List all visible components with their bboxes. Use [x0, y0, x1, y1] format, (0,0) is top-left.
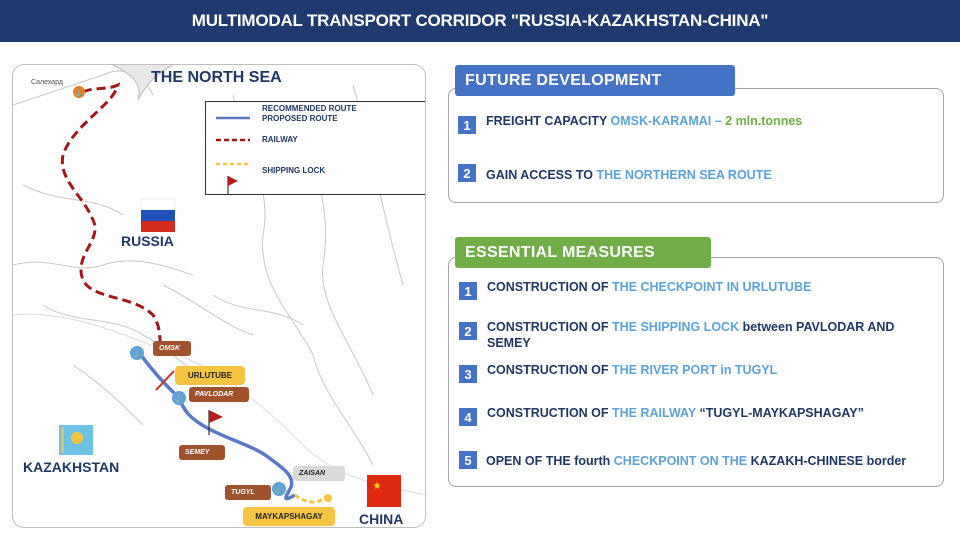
- measure-item-2: CONSTRUCTION OF THE SHIPPING LOCK betwee…: [487, 320, 895, 350]
- shipping-lock-line: [294, 493, 327, 504]
- city-tag-zaisan: ZAISAN: [293, 466, 345, 481]
- city-tag-tugyl: TUGYL: [225, 485, 271, 500]
- measure-item-3: CONSTRUCTION OF THE RIVER PORT in TUGYL: [487, 363, 778, 377]
- measure-number-3: 3: [459, 365, 477, 383]
- svg-text:⚓: ⚓: [75, 88, 84, 97]
- essential-measures-box: [448, 257, 944, 487]
- svg-text:⚓: ⚓: [274, 484, 284, 494]
- kazakhstan-flag-icon: [59, 425, 93, 455]
- essential-measures-header: ESSENTIAL MEASURES: [455, 237, 711, 268]
- legend-recommended: RECOMMENDED ROUTE: [262, 104, 357, 113]
- checkpoint-cross: [155, 370, 175, 391]
- russia-label: RUSSIA: [121, 233, 174, 249]
- kazakhstan-label: KAZAKHSTAN: [23, 459, 120, 475]
- china-label: CHINA: [359, 511, 404, 527]
- flag-marker-icon: [208, 410, 223, 435]
- future-item-1: FREIGHT CAPACITY OMSK-KARAMAI – 2 mln.to…: [486, 114, 803, 128]
- future-development-box: [448, 88, 944, 203]
- measure-item-5: OPEN OF THE fourth CHECKPOINT ON THE KAZ…: [486, 454, 907, 468]
- route-line: [139, 353, 296, 501]
- measure-number-2: 2: [459, 322, 477, 340]
- map-panel: ⚓ ⚓ ⚓ ⚓ ★ THE NORTH SEA Салехард RUSSI: [12, 64, 426, 528]
- china-flag-icon: ★: [367, 475, 401, 507]
- measure-number-4: 4: [459, 408, 477, 426]
- russia-flag-icon: [140, 198, 176, 232]
- svg-text:★: ★: [373, 481, 382, 492]
- svg-text:⚓: ⚓: [174, 393, 184, 403]
- city-tag-omsk: OMSK: [153, 341, 191, 356]
- port-icons: ⚓ ⚓ ⚓ ⚓: [73, 86, 286, 496]
- future-item-2: GAIN ACCESS TO THE NORTHERN SEA ROUTE: [486, 168, 772, 182]
- city-tag-urlutube: URLUTUBE: [175, 366, 245, 385]
- legend-symbols: [216, 116, 250, 194]
- map-legend: RECOMMENDED ROUTE PROPOSED ROUTE RAILWAY…: [205, 101, 425, 195]
- railway-line: [60, 82, 163, 348]
- salekhard-label: Салехард: [31, 79, 63, 86]
- future-number-1: 1: [458, 116, 476, 134]
- legend-railway: RAILWAY: [262, 135, 298, 144]
- city-tag-pavlodar: PAVLODAR: [189, 387, 249, 402]
- svg-text:⚓: ⚓: [132, 348, 142, 358]
- measure-number-1: 1: [459, 282, 477, 300]
- title-bar: MULTIMODAL TRANSPORT CORRIDOR "RUSSIA-KA…: [0, 0, 960, 42]
- legend-shipping-lock: SHIPPING LOCK: [262, 166, 326, 175]
- future-development-header: FUTURE DEVELOPMENT: [455, 65, 735, 96]
- measure-item-1: CONSTRUCTION OF THE CHECKPOINT IN URLUTU…: [487, 280, 812, 294]
- city-tag-semey: SEMEY: [179, 445, 225, 460]
- legend-proposed: PROPOSED ROUTE: [262, 114, 338, 123]
- future-number-2: 2: [458, 164, 476, 182]
- measure-item-4: CONSTRUCTION OF THE RAILWAY “TUGYL-MAYKA…: [487, 406, 864, 420]
- north-sea-label: THE NORTH SEA: [151, 69, 282, 86]
- measure-number-5: 5: [459, 451, 477, 469]
- page-title: MULTIMODAL TRANSPORT CORRIDOR "RUSSIA-KA…: [191, 11, 769, 30]
- city-tag-maykapshagay: MAYKAPSHAGAY: [243, 507, 335, 526]
